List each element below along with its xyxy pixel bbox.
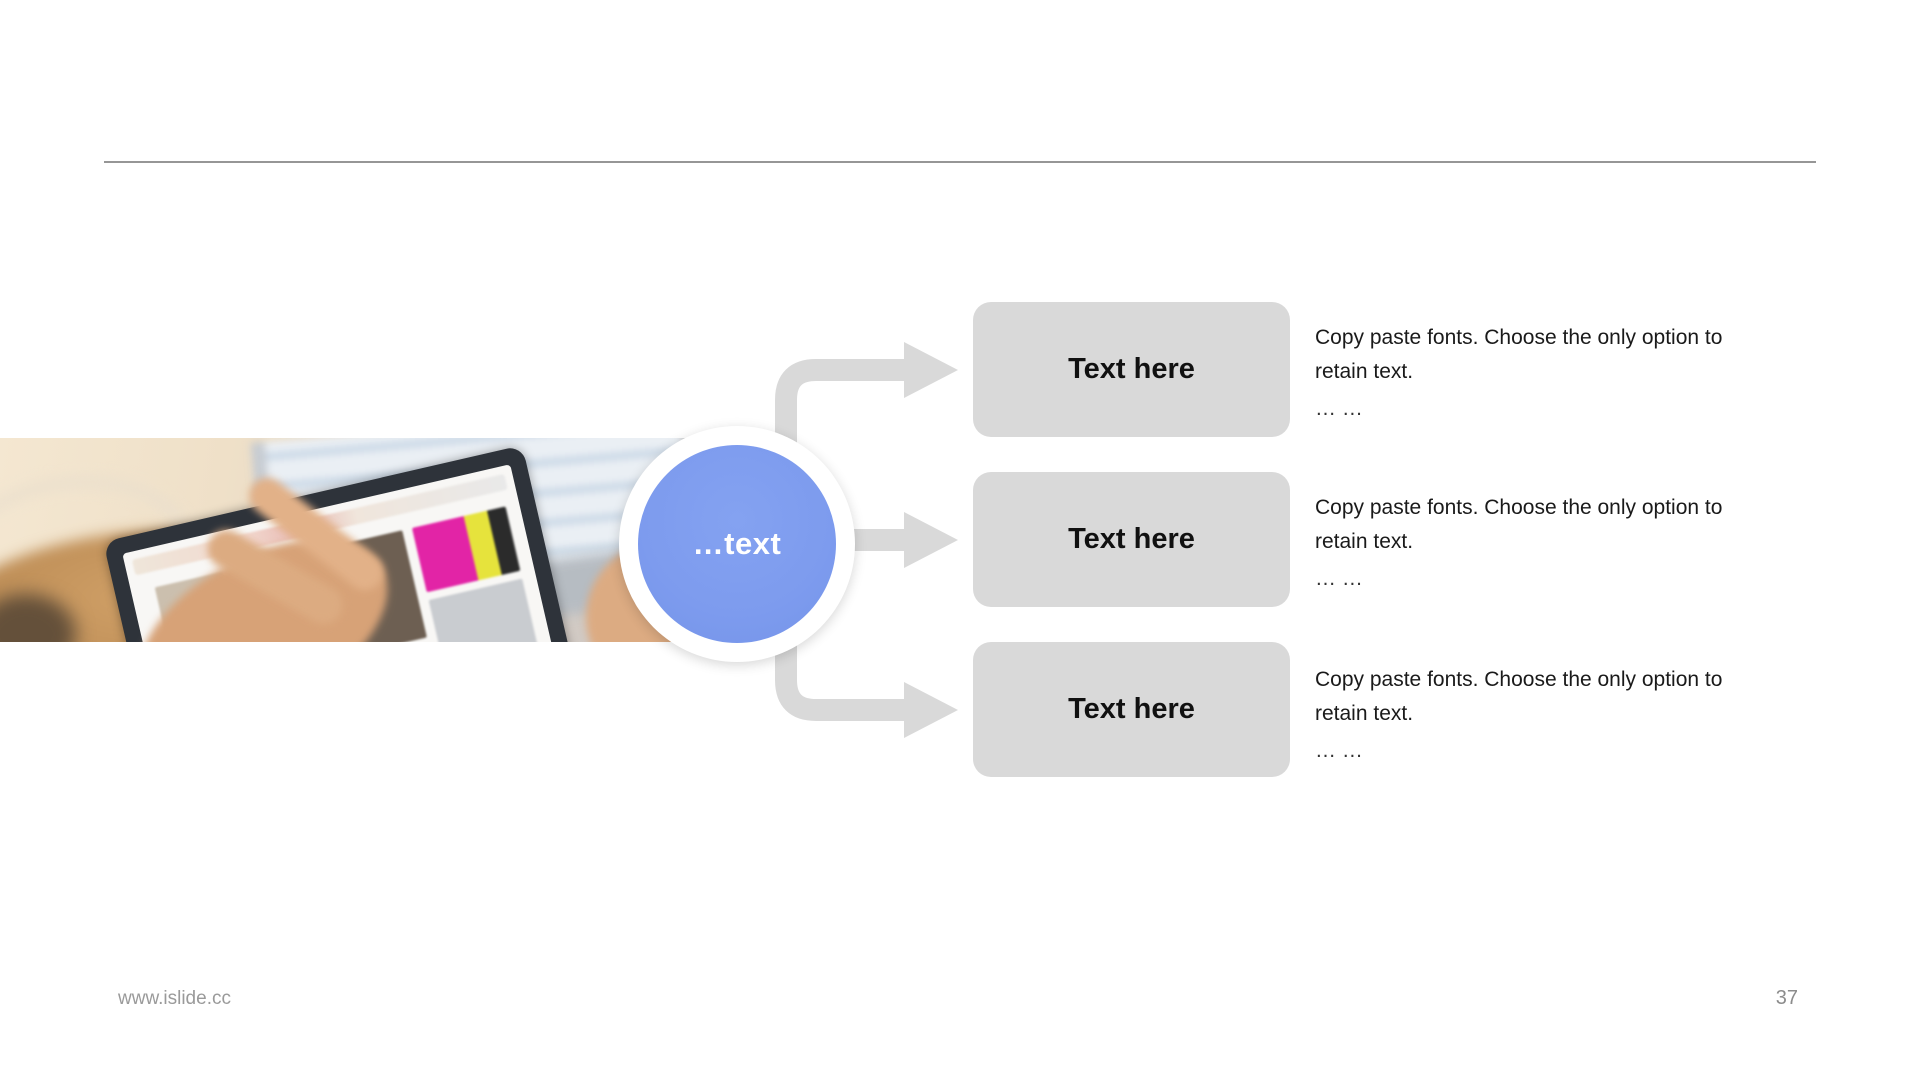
photo-strip (0, 438, 686, 642)
description-body: Copy paste fonts. Choose the only option… (1315, 496, 1723, 553)
node-box-1: Text here (973, 302, 1290, 437)
hub-circle-ring: …text (619, 426, 855, 662)
node-box-2: Text here (973, 472, 1290, 607)
node-description-3: Copy paste fonts. Choose the only option… (1315, 663, 1767, 768)
hub-label: …text (692, 526, 782, 561)
footer-site-link[interactable]: www.islide.cc (118, 988, 231, 1009)
hub-circle: …text (638, 445, 836, 643)
header-rule (104, 161, 1816, 163)
arrowhead-middle (904, 512, 958, 568)
description-ellipsis: … … (1315, 397, 1363, 420)
node-label-3: Text here (1068, 693, 1195, 725)
node-label-2: Text here (1068, 523, 1195, 555)
arrowhead-top (904, 342, 958, 398)
description-body: Copy paste fonts. Choose the only option… (1315, 326, 1723, 383)
page-number: 37 (1775, 987, 1798, 1009)
node-description-2: Copy paste fonts. Choose the only option… (1315, 491, 1767, 596)
node-label-1: Text here (1068, 353, 1195, 385)
node-box-3: Text here (973, 642, 1290, 777)
photo-grid-card (411, 506, 521, 593)
node-description-1: Copy paste fonts. Choose the only option… (1315, 321, 1767, 426)
description-body: Copy paste fonts. Choose the only option… (1315, 668, 1723, 725)
description-ellipsis: … … (1315, 739, 1363, 762)
arrowhead-bottom (904, 682, 958, 738)
description-ellipsis: … … (1315, 567, 1363, 590)
